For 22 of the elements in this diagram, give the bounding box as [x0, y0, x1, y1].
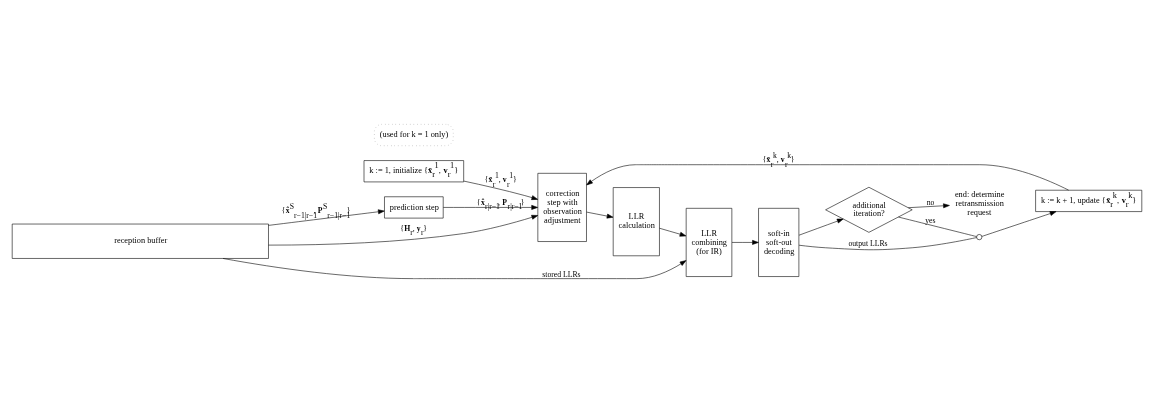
arrow	[981, 211, 1057, 237]
arrow	[443, 205, 538, 210]
node-box: soft-in soft-out decoding	[758, 208, 800, 277]
arrow	[586, 211, 614, 219]
arrow	[222, 258, 687, 279]
arrow	[268, 214, 539, 246]
node-diamond: additional iteration?	[825, 186, 913, 233]
arrow	[268, 209, 385, 226]
node-box: reception buffer	[11, 223, 269, 259]
arrow	[463, 180, 539, 200]
arrow	[586, 164, 1069, 191]
node-circle	[976, 234, 983, 241]
arrow	[731, 240, 759, 245]
node-text: end: determine retransmission request	[954, 190, 1005, 217]
arrow	[908, 203, 950, 209]
arrow	[659, 227, 687, 237]
node-box: prediction step	[384, 196, 444, 219]
arrow	[798, 218, 844, 236]
label: (used for k = 1 only)	[379, 130, 449, 140]
node-box: LLR calculation	[612, 187, 660, 257]
node-box: correction step with observation adjustment	[537, 173, 587, 242]
node-box: LLR combining (for IR)	[685, 208, 733, 277]
